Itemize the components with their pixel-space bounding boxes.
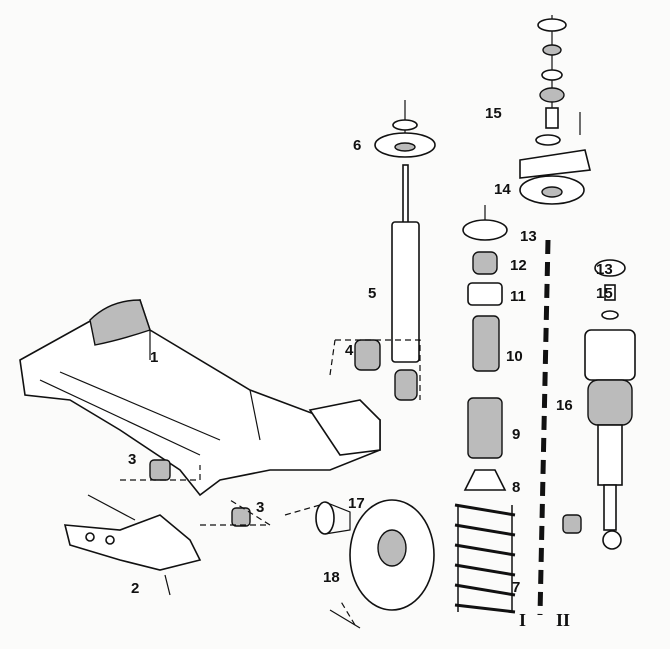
label-7: 7 xyxy=(512,579,521,596)
label-4: 4 xyxy=(345,342,354,359)
rear-axle-beam xyxy=(19,298,381,497)
label-1: 1 xyxy=(150,349,159,366)
label-11: 11 xyxy=(510,288,526,305)
label-3b: 3 xyxy=(256,499,265,516)
label-10: 10 xyxy=(506,348,523,365)
bushings xyxy=(120,459,273,527)
label-13b: 13 xyxy=(596,261,613,278)
label-2: 2 xyxy=(131,580,140,597)
mounting-bracket xyxy=(63,494,202,596)
label-14: 14 xyxy=(494,181,511,198)
hub-and-backplate xyxy=(284,499,435,629)
shock-absorber xyxy=(329,100,436,401)
label-8: 8 xyxy=(512,479,521,496)
label-15a: 15 xyxy=(485,105,502,122)
label-13a: 13 xyxy=(520,228,537,245)
label-17: 17 xyxy=(348,495,365,512)
label-6: 6 xyxy=(353,137,362,154)
label-9: 9 xyxy=(512,426,521,443)
variant-label-II: II xyxy=(556,610,571,630)
variant-label-I: I xyxy=(519,610,527,630)
variant-separator xyxy=(537,239,551,616)
label-15b: 15 xyxy=(596,285,613,302)
spring-assembly-I xyxy=(454,205,516,614)
label-3a: 3 xyxy=(128,451,137,468)
air-strut-II xyxy=(562,259,636,550)
label-12: 12 xyxy=(510,257,527,274)
label-16: 16 xyxy=(556,397,573,414)
label-5: 5 xyxy=(368,285,377,302)
top-mount-II xyxy=(519,15,591,205)
label-18: 18 xyxy=(323,569,340,586)
